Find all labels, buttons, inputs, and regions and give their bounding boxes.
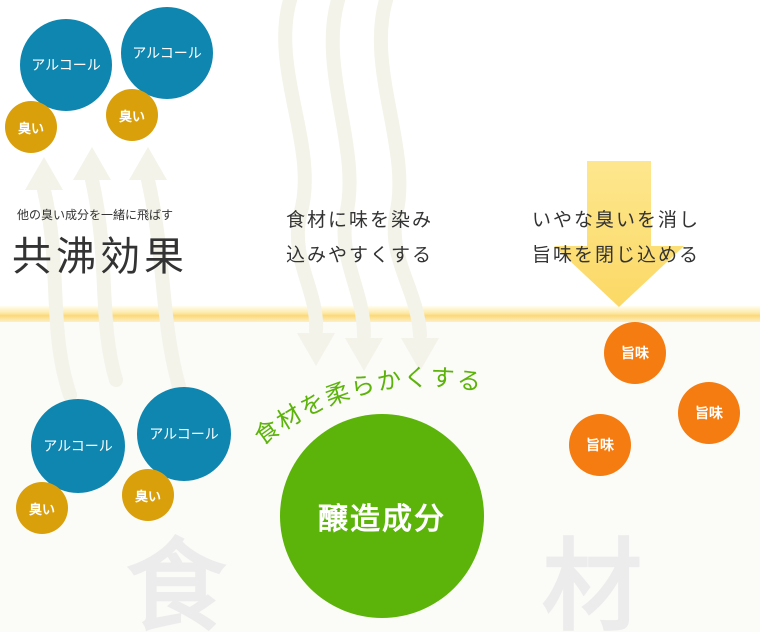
evaporation-arrow-1	[37, 183, 77, 402]
penetration-label-line-2: 込みやすくする	[286, 244, 434, 266]
sealing-arrow	[554, 161, 684, 307]
penetration-arrow-head-3	[401, 338, 439, 371]
brewing-component-circle: 醸造成分	[280, 414, 484, 618]
surface-boundary-band	[0, 306, 760, 322]
food-char-2: 材	[542, 528, 642, 632]
evaporation-arrow-head-1	[25, 157, 63, 190]
penetration-arrow-1	[278, 0, 324, 337]
umami-bubble-2: 旨味	[678, 382, 740, 444]
penetration-arrow-2	[325, 0, 371, 342]
odor-bubble-2: 臭い	[106, 89, 158, 141]
penetration-label: 食材に味を染み 込みやすくする	[286, 203, 433, 273]
azeotropic-title: 共沸効果	[12, 234, 188, 280]
evaporation-arrow-2	[85, 173, 123, 387]
alcohol-bubble-3: アルコール	[31, 399, 125, 493]
alcohol-bubble-4: アルコール	[137, 387, 231, 481]
sealing-label-line-2: 旨味を閉じ込める	[532, 244, 701, 266]
evaporation-arrow-head-3	[129, 147, 167, 180]
alcohol-bubble-2: アルコール	[121, 7, 213, 99]
evaporation-arrow-head-2	[73, 147, 111, 180]
odor-bubble-1: 臭い	[5, 101, 57, 153]
odor-bubble-3: 臭い	[16, 482, 68, 534]
sealing-label-line-1: いやな臭いを消し	[532, 209, 701, 231]
umami-bubble-3: 旨味	[569, 414, 631, 476]
sealing-label: いやな臭いを消し 旨味を閉じ込める	[532, 203, 700, 273]
odor-bubble-4: 臭い	[122, 469, 174, 521]
penetration-label-line-1: 食材に味を染み	[286, 209, 434, 231]
penetration-arrow-head-1	[297, 333, 335, 366]
penetration-arrow-head-2	[345, 338, 383, 371]
food-char-1: 食	[126, 528, 226, 632]
umami-bubble-1: 旨味	[604, 322, 666, 384]
evaporation-arrow-3	[141, 173, 187, 397]
penetration-arrow-3	[373, 0, 427, 342]
azeotropic-subtitle: 他の臭い成分を一緒に飛ばす	[17, 208, 174, 222]
alcohol-bubble-1: アルコール	[20, 19, 112, 111]
